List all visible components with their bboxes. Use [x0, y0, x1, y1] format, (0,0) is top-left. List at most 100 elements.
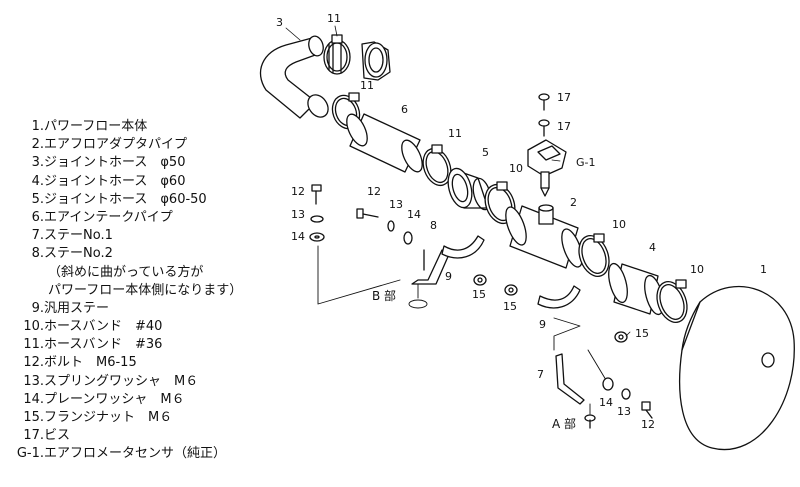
parts-list-item: パワーフロー本体側になります） — [0, 282, 300, 300]
part-name: ステーNo.1 — [44, 228, 113, 244]
joint-hose-50-bent — [259, 35, 329, 119]
part-name: ジョイントホース φ60-50 — [44, 191, 207, 207]
general-stay-upper — [441, 235, 485, 259]
parts-list-item: 12.ボルト M6-15 — [0, 354, 300, 372]
callout-11a: 11 — [327, 12, 341, 25]
hose-band-36-top — [323, 34, 351, 75]
part-name: ボルト M6-15 — [44, 355, 137, 371]
callout-2: 2 — [570, 196, 577, 209]
part-number: 7. — [31, 228, 44, 244]
plain-washer-14-a — [602, 377, 614, 391]
airflow-adapter-pipe — [505, 204, 583, 269]
part-name: ビス — [44, 428, 71, 444]
parts-list-item: 11.ホースバンド #36 — [0, 336, 300, 354]
power-flow-body — [679, 285, 795, 451]
section-b-label: B 部 — [372, 288, 396, 303]
flange-nut-15-right — [614, 331, 628, 343]
parts-list-item: 10.ホースバンド #40 — [0, 318, 300, 336]
callout-10b: 10 — [612, 218, 626, 231]
part-name: ジョイントホース φ50 — [44, 155, 186, 171]
flange-nut-15-b — [473, 274, 487, 286]
callout-10c: 10 — [690, 263, 704, 276]
hose-band-40-right — [656, 279, 688, 323]
part-name: プレーンワッシャ M６ — [44, 391, 185, 407]
part-name: エアフロアダプタパイプ — [44, 137, 188, 153]
callout-5: 5 — [482, 146, 489, 159]
parts-list-item: 6.エアインテークパイプ — [0, 209, 300, 227]
bolt-12-b-side — [356, 208, 379, 219]
parts-list-item: （斜めに曲がっている方が — [0, 264, 300, 282]
part-number: 10. — [23, 319, 44, 335]
callout-3: 3 — [276, 16, 283, 29]
part-number: 8. — [31, 246, 44, 262]
callout-11c: 11 — [448, 127, 462, 140]
bolt-12-b — [311, 184, 322, 205]
hose-band-40-middle — [578, 233, 610, 277]
part-name: フランジナット M６ — [44, 410, 173, 425]
leader-lines — [285, 25, 631, 337]
section-a-label: A 部 — [552, 416, 576, 431]
callout-12b: 12 — [367, 185, 381, 198]
callout-17b: 17 — [557, 120, 571, 133]
part-number: G-1. — [16, 446, 44, 462]
spring-washer-13-b — [310, 215, 324, 223]
screw-17-upper — [538, 93, 550, 111]
part-name: スプリングワッシャ M６ — [44, 373, 199, 389]
b-section-lines — [317, 245, 428, 309]
a-section-lines — [553, 317, 607, 415]
plain-washer-14-b — [309, 232, 325, 242]
parts-list-item: 15.フランジナット M６ — [0, 409, 300, 427]
spring-washer-13-a — [621, 388, 631, 400]
plain-washer-14-b-side — [403, 231, 413, 245]
callout-17a: 17 — [557, 91, 571, 104]
callout-9a: 9 — [445, 270, 452, 283]
parts-list-item: G-1.エアフロメータセンサ（純正） — [0, 445, 300, 463]
part-name: エアインテークパイプ — [44, 209, 173, 225]
part-name: ホースバンド #40 — [44, 319, 163, 335]
callout-15a: 15 — [472, 288, 486, 301]
part-number: 6. — [31, 209, 44, 225]
parts-list-item: 7.ステーNo.1 — [0, 227, 300, 245]
flange-nut-15-left — [504, 284, 518, 296]
part-number: 11. — [23, 337, 44, 353]
callout-9b: 9 — [539, 318, 546, 331]
callout-14c: 14 — [599, 396, 613, 409]
parts-list-item: 13.スプリングワッシャ M６ — [0, 373, 300, 391]
callout-12a: 12 — [291, 185, 305, 198]
callout-8: 8 — [430, 219, 437, 232]
part-number: 9. — [31, 300, 44, 316]
callout-12c: 12 — [641, 418, 655, 431]
part-number: 12. — [23, 355, 44, 371]
general-stay-lower — [537, 285, 581, 309]
stay-no1 — [555, 353, 585, 405]
parts-list-item: 2.エアフロアダプタパイプ — [0, 136, 300, 154]
callout-labels: 3 11 11 6 11 5 10 17 17 G-1 2 10 4 10 1 … — [276, 12, 767, 431]
callout-15b: 15 — [503, 300, 517, 313]
callout-11b: 11 — [360, 79, 374, 92]
callout-13b: 13 — [389, 198, 403, 211]
part-number: 1. — [31, 119, 44, 134]
callout-6: 6 — [401, 103, 408, 116]
callout-13a: 13 — [291, 208, 305, 221]
part-number: 17. — [23, 428, 44, 444]
air-intake-pipe — [346, 113, 423, 173]
parts-list-item: 17.ビス — [0, 427, 300, 445]
part-number: 15. — [23, 410, 44, 425]
parts-list-item: 9.汎用ステー — [0, 300, 300, 318]
parts-list-item: 8.ステーNo.2 — [0, 245, 300, 263]
callout-7: 7 — [537, 368, 544, 381]
joint-hose-60 — [608, 262, 664, 316]
screw-17-lower — [538, 119, 550, 137]
adapter-ring-top — [361, 41, 391, 81]
parts-list-item: 14.プレーンワッシャ M６ — [0, 391, 300, 409]
bolt-12-a — [641, 401, 653, 419]
part-name: パワーフロー本体側になります） — [48, 282, 243, 298]
parts-list-item: 1.パワーフロー本体 — [0, 118, 300, 136]
callout-1: 1 — [760, 263, 767, 276]
bolt-a — [584, 414, 596, 429]
part-name: ステーNo.2 — [44, 246, 113, 262]
hose-band-36-right — [422, 144, 452, 187]
